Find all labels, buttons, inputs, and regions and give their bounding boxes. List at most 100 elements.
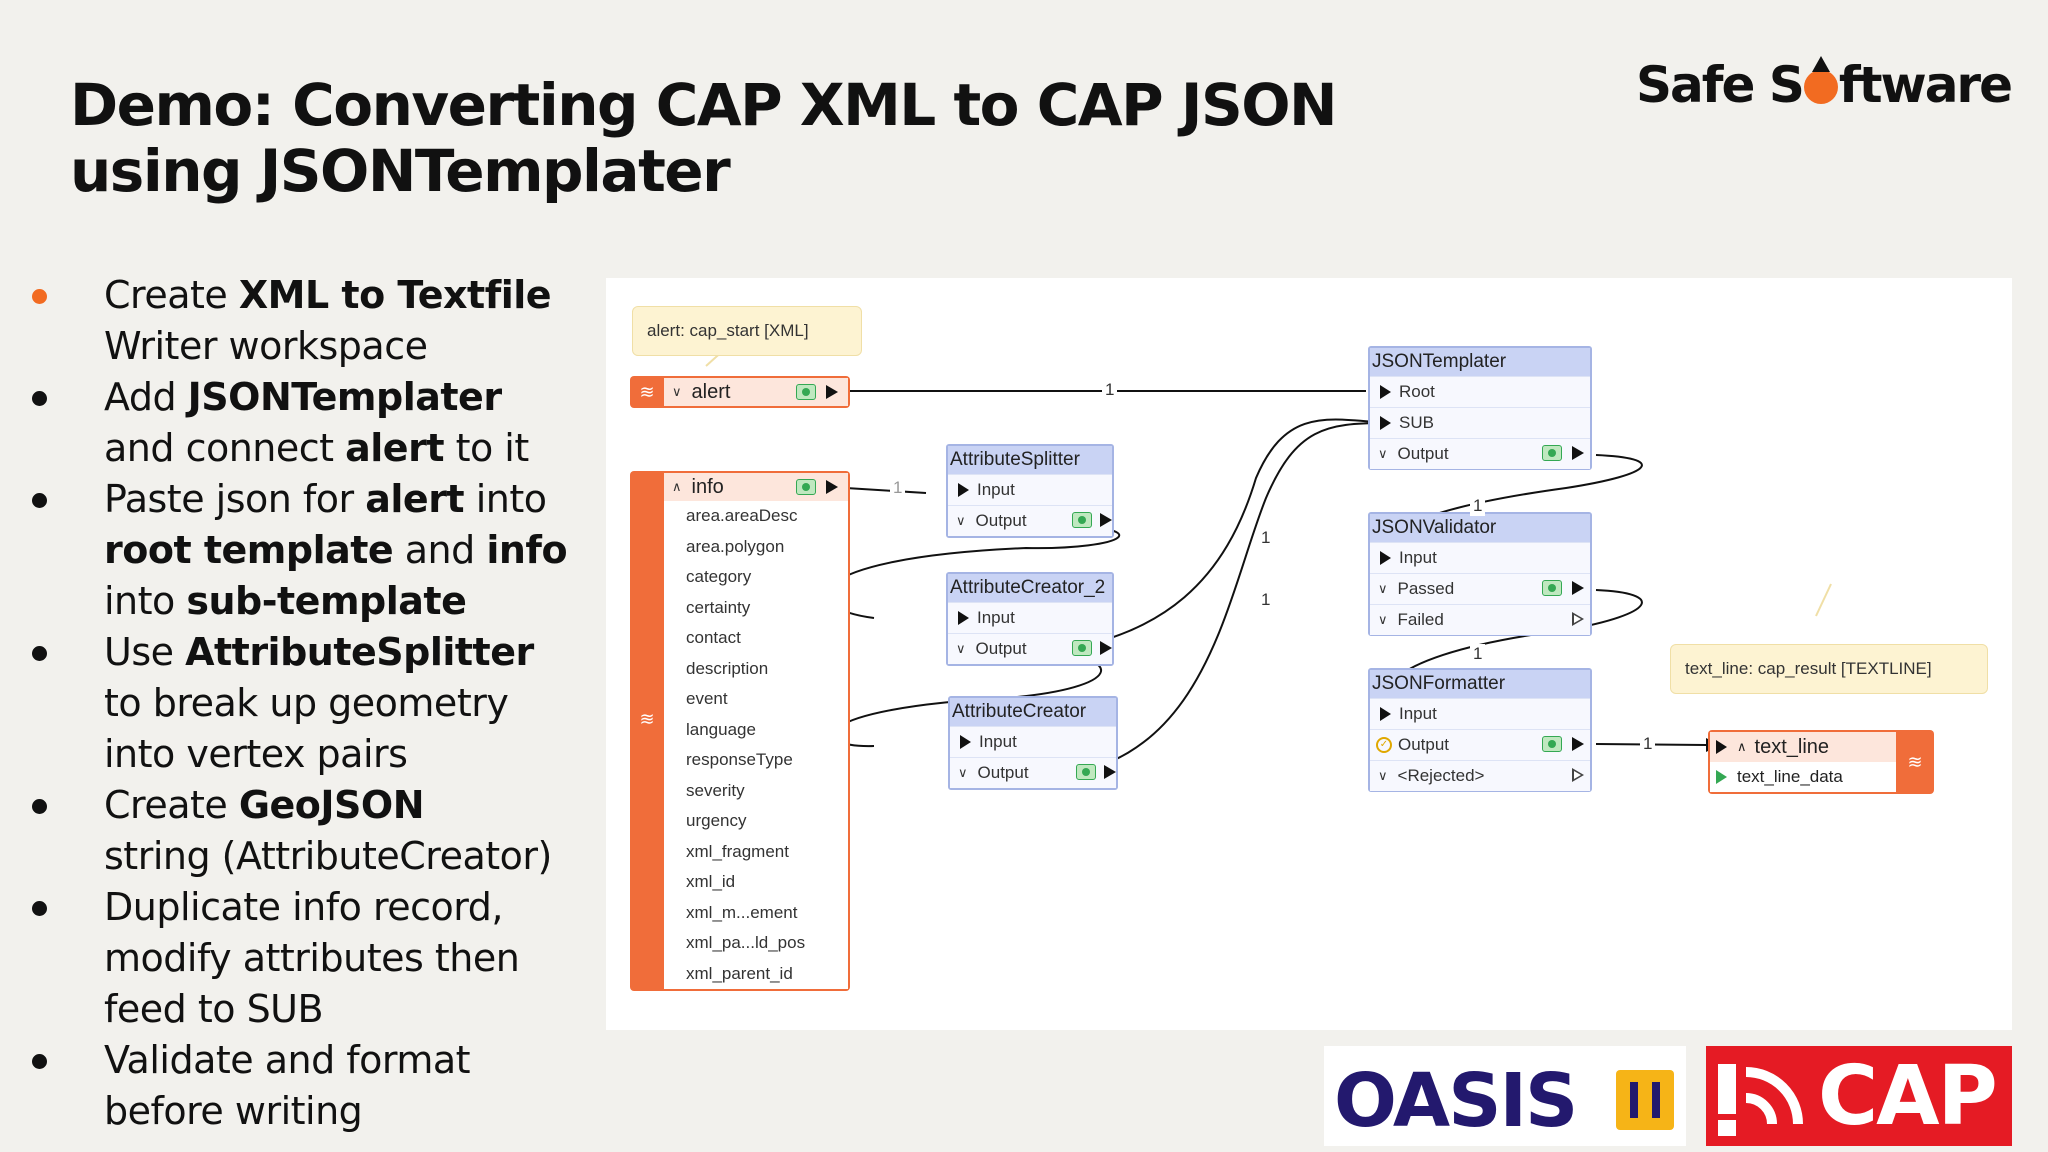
bullet-emphasis: XML to Textfile: [238, 273, 552, 317]
json-templater-transformer[interactable]: JSONTemplater Root SUB ∨Output: [1368, 346, 1592, 470]
chevron-up-icon[interactable]: ∧: [1737, 739, 1747, 754]
unused-output-arrow-icon[interactable]: [1572, 768, 1584, 782]
output-port[interactable]: ✓Output: [1370, 729, 1590, 760]
connection-count: 1: [1258, 590, 1274, 610]
passed-port[interactable]: ∨Passed: [1370, 573, 1590, 604]
chevron-down-icon[interactable]: ∨: [956, 513, 966, 528]
bullet-line: into vertex pairs: [104, 732, 408, 776]
chevron-down-icon[interactable]: ∨: [1378, 446, 1388, 461]
output-port[interactable]: ∨Output: [1370, 438, 1590, 469]
root-port[interactable]: Root: [1370, 376, 1590, 407]
eye-icon[interactable]: [1542, 580, 1562, 596]
eye-icon[interactable]: [1542, 736, 1562, 752]
workspace-canvas: alert: cap_start [XML] text_line: cap_re…: [606, 278, 2012, 1030]
bullet-dot-icon: [32, 901, 47, 916]
attribute-creator-2-transformer[interactable]: AttributeCreator_2 Input ∨Output: [946, 572, 1114, 666]
rejected-port[interactable]: ∨ <Rejected>: [1370, 760, 1590, 791]
oasis-logo-text: OASIS: [1334, 1058, 1578, 1144]
json-validator-transformer[interactable]: JSONValidator Input ∨Passed ∨Failed: [1368, 512, 1592, 636]
reader-stack-icon: ≋: [639, 382, 655, 402]
output-arrow-icon[interactable]: [1100, 513, 1112, 527]
chevron-up-icon[interactable]: ∧: [672, 479, 682, 494]
bullet-line: root template and info: [104, 528, 568, 572]
connection-count: 1: [1640, 734, 1656, 754]
input-port[interactable]: Input: [1370, 542, 1590, 573]
oasis-mark-icon: [1616, 1070, 1674, 1130]
attribute-item: xml_fragment: [686, 841, 789, 861]
info-port-row[interactable]: ∧ info: [664, 473, 848, 501]
input-label: Input: [977, 608, 1015, 627]
eye-icon[interactable]: [796, 479, 816, 495]
bullet-line: before writing: [104, 1089, 363, 1133]
output-label: Output: [1398, 735, 1450, 754]
chevron-down-icon[interactable]: ∨: [956, 641, 966, 656]
connection-count: 1: [1470, 496, 1486, 516]
output-arrow-icon[interactable]: [826, 385, 838, 399]
writer-stack-icon: ≋: [1907, 752, 1923, 772]
transformer-title: AttributeSplitter: [948, 446, 1112, 474]
attribute-item: language: [686, 719, 756, 739]
connection-count: 1: [1102, 380, 1118, 400]
chevron-down-icon[interactable]: ∨: [1378, 612, 1388, 627]
output-arrow-icon[interactable]: [1572, 446, 1584, 460]
chevron-down-icon[interactable]: ∨: [672, 384, 682, 399]
connection-count: 1: [1470, 644, 1486, 664]
sub-port[interactable]: SUB: [1370, 407, 1590, 438]
attribute-creator-transformer[interactable]: AttributeCreator Input ∨Output: [948, 696, 1118, 790]
connection-count: 1: [1258, 528, 1274, 548]
eye-icon[interactable]: [1542, 445, 1562, 461]
output-arrow-icon[interactable]: [1100, 641, 1112, 655]
output-port[interactable]: ∨Output: [948, 505, 1112, 536]
eye-icon[interactable]: [796, 384, 816, 400]
bullet-line: Use AttributeSplitter: [104, 630, 534, 674]
attribute-item: description: [686, 658, 769, 678]
input-port[interactable]: Input: [1370, 698, 1590, 729]
input-label: Input: [1399, 548, 1437, 567]
output-arrow-icon[interactable]: [1572, 737, 1584, 751]
unused-output-arrow-icon[interactable]: [1572, 612, 1584, 626]
attribute-splitter-transformer[interactable]: AttributeSplitter Input ∨Output: [946, 444, 1114, 538]
failed-port[interactable]: ∨Failed: [1370, 604, 1590, 635]
input-arrow-icon: [960, 735, 971, 749]
bullet-emphasis: sub-template: [186, 579, 467, 623]
writer-annotation[interactable]: text_line: cap_result [TEXTLINE]: [1670, 644, 1988, 694]
chevron-down-icon[interactable]: ∨: [1378, 581, 1388, 596]
input-port[interactable]: Input: [948, 602, 1112, 633]
output-port[interactable]: ∨Output: [948, 633, 1112, 664]
alert-reader[interactable]: ≋ ∨ alert: [630, 376, 850, 408]
reader-annotation[interactable]: alert: cap_start [XML]: [632, 306, 862, 356]
bullet-emphasis: root template: [104, 528, 394, 572]
input-port[interactable]: Input: [948, 474, 1112, 505]
bullet-dot-icon: [32, 391, 47, 406]
input-port[interactable]: Input: [950, 726, 1116, 757]
chevron-down-icon[interactable]: ∨: [958, 765, 968, 780]
bullet-line: into sub-template: [104, 579, 467, 623]
attribute-item: severity: [686, 780, 745, 800]
logo-text-start: Safe S: [1636, 56, 1805, 114]
attribute-item: xml_parent_id: [686, 963, 793, 983]
eye-icon[interactable]: [1076, 764, 1096, 780]
writer-attr-row: text_line_data: [1710, 762, 1896, 792]
writer-feature-row[interactable]: ∧ text_line: [1710, 732, 1896, 762]
wire-info-splitter: [845, 487, 927, 494]
title-line-2: using JSONTemplater: [70, 137, 731, 205]
cap-exclamation-icon: [1718, 1064, 1736, 1114]
output-arrow-icon[interactable]: [1572, 581, 1584, 595]
output-port[interactable]: ∨Output: [950, 757, 1116, 788]
chevron-down-icon[interactable]: ∨: [1378, 768, 1388, 783]
output-arrow-icon[interactable]: [826, 480, 838, 494]
output-arrow-icon[interactable]: [1104, 765, 1116, 779]
logo-text-end: ftware: [1838, 56, 2013, 114]
rejected-label: <Rejected>: [1397, 766, 1485, 785]
json-formatter-transformer[interactable]: JSONFormatter Input ✓Output ∨<Rejected>: [1368, 668, 1592, 792]
eye-icon[interactable]: [1072, 640, 1092, 656]
eye-icon[interactable]: [1072, 512, 1092, 528]
bullet-line: Paste json for alert into: [104, 477, 547, 521]
alert-port-row[interactable]: ∨ alert: [664, 378, 848, 406]
text-line-writer[interactable]: ∧ text_line text_line_data ≋: [1708, 730, 1934, 794]
bullet-emphasis: alert: [365, 477, 465, 521]
